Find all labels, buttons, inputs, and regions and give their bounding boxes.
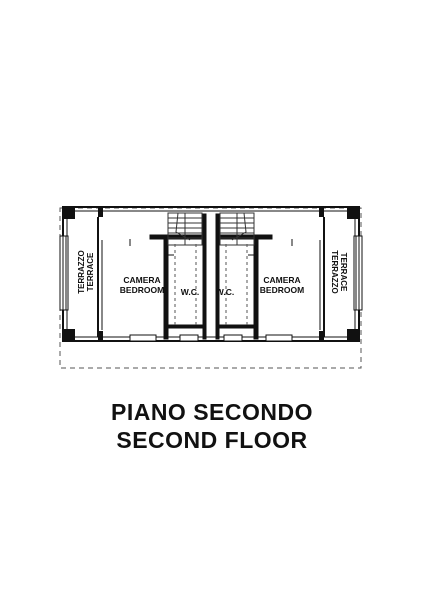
left-terrace-label-1: TERRAZZO [77,250,86,294]
right-bedroom-label-1: CAMERA [263,275,300,285]
doors [129,239,293,256]
right-wc-label: W.C. [216,287,234,297]
service-shafts [174,244,248,325]
terrace-openings [59,235,363,311]
staircase-right [219,212,255,246]
left-wc-label: W.C. [181,287,199,297]
terrace-partitions [97,217,325,337]
interior-walls [149,213,273,340]
building-projection-outline [59,207,362,369]
left-bedroom-label-2: BEDROOM [120,285,164,295]
staircase-left [167,212,203,246]
bottom-windows [129,334,293,342]
corner-pillars [63,207,359,341]
floor-title: PIANO SECONDO [110,399,314,425]
left-bedroom-label-1: CAMERA [123,275,160,285]
left-terrace-label-2: TERRACE [86,252,95,291]
right-terrace-label-1: TERRAZZO [330,250,339,294]
right-bedroom-label-2: BEDROOM [260,285,304,295]
right-terrace-label-2: TERRACE [339,253,348,292]
floor-subtitle: SECOND FLOOR [116,427,308,453]
exterior-walls [62,206,360,342]
